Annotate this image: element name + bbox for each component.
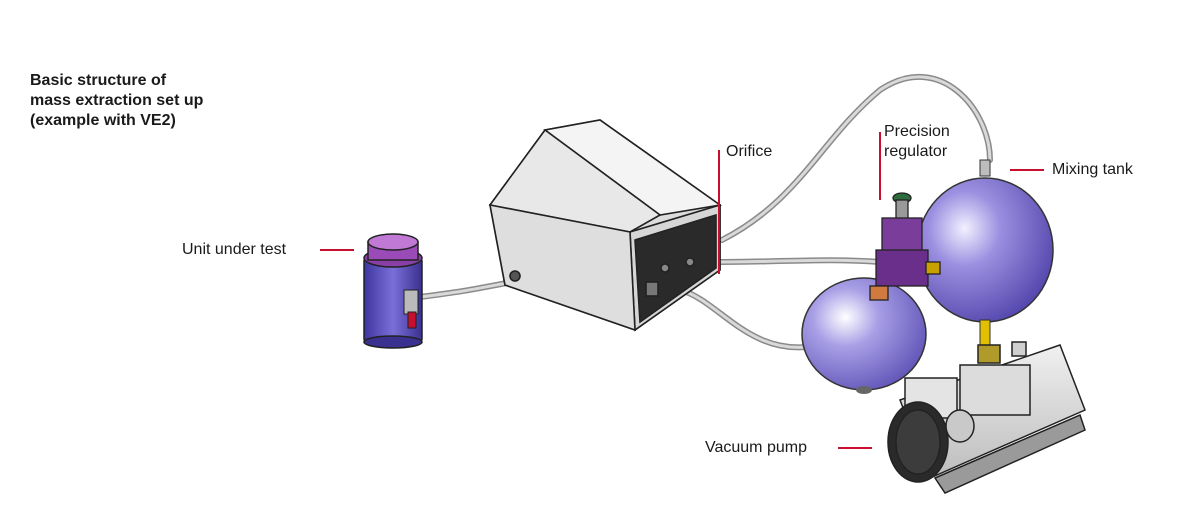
label-mixing-tank: Mixing tank [1052,161,1133,178]
unit-under-test [363,233,423,349]
test-instrument-housing [488,119,723,332]
precision-regulator [869,192,941,301]
mixing-tank [916,159,1054,349]
leader-lines [320,132,1044,449]
label-unit-under-test: Unit under test [182,241,287,258]
title-line-2: mass extraction set up [30,92,204,109]
buffer-tank [801,277,927,391]
label-orifice: Orifice [726,143,773,160]
vacuum-pump [887,341,1086,494]
label-precision-regulator-line-2: regulator [884,143,948,160]
label-precision-regulator-line-1: Precision [884,123,950,140]
diagram-title: Basic structure of mass extraction set u… [30,71,203,131]
title-line-1: Basic structure of [30,72,167,89]
label-precision-regulator: Precision regulator [884,122,950,162]
label-vacuum-pump: Vacuum pump [705,439,807,456]
title-line-3: (example with VE2) [30,112,176,129]
hoses [417,74,993,351]
